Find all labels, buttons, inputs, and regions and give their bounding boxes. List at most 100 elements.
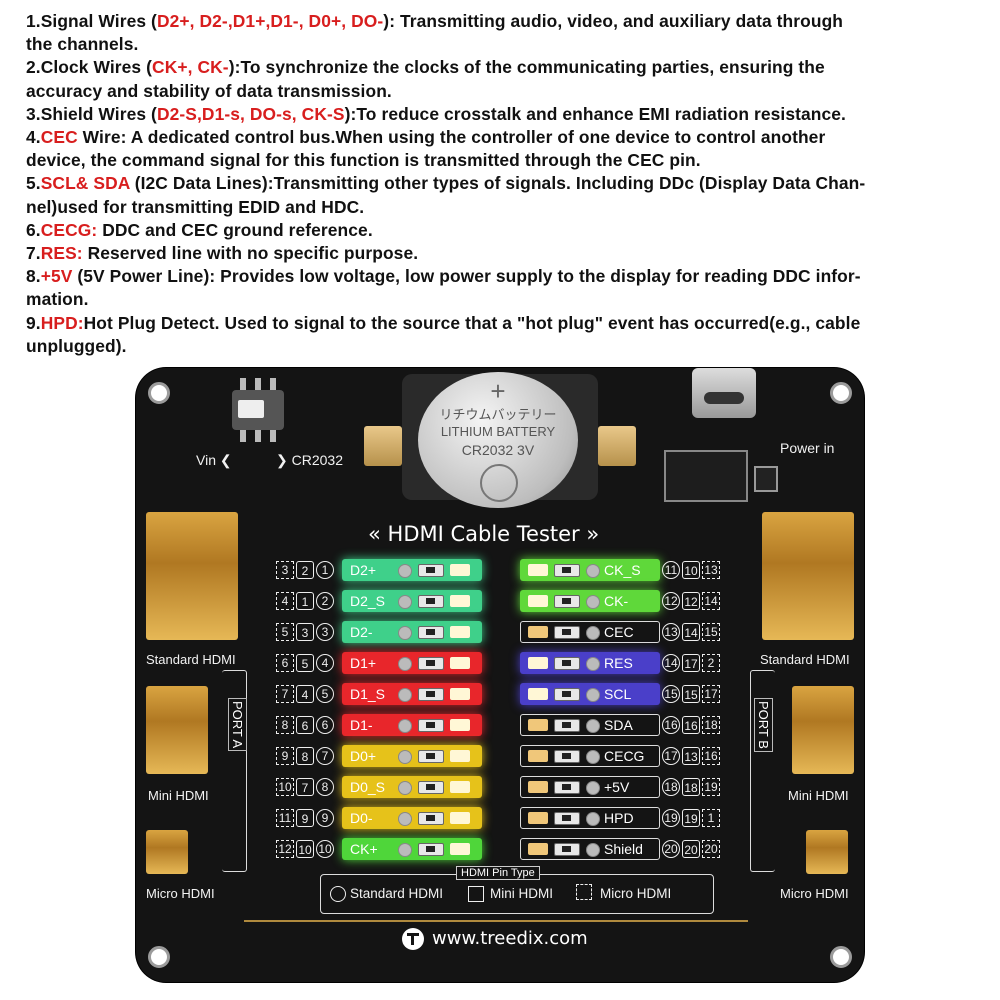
mini-hdmi-label-a: Mini HDMI xyxy=(148,788,209,803)
standard-pin-number: 8 xyxy=(316,778,334,796)
standard-pin-number: 5 xyxy=(316,685,334,703)
pin-label: CEC xyxy=(604,624,634,640)
micro-pin-number: 20 xyxy=(702,840,720,858)
smd-resistor xyxy=(418,626,444,639)
description-line: 3.Shield Wires (D2-S,D1-s, DO-s, CK-S):T… xyxy=(26,103,981,126)
standard-pin-number: 6 xyxy=(316,716,334,734)
led-pad xyxy=(450,657,470,669)
micro-hdmi-label-b: Micro HDMI xyxy=(780,886,849,901)
mini-hdmi-port-a[interactable] xyxy=(146,686,208,774)
micro-pin-number: 3 xyxy=(276,561,294,579)
standard-pin-number: 1 xyxy=(316,561,334,579)
smd-resistor xyxy=(418,595,444,608)
led-pad xyxy=(528,564,548,576)
body-text: 2.Clock Wires ( xyxy=(26,57,153,78)
led-indicator xyxy=(398,657,412,671)
body-text: 5. xyxy=(26,173,41,194)
highlight-text: CECG: xyxy=(40,219,98,240)
mini-pin-number: 8 xyxy=(296,747,314,765)
smd-resistor xyxy=(554,595,580,608)
body-text: device, the command signal for this func… xyxy=(26,150,701,171)
description-text: 1.Signal Wires (D2+, D2-,D1+,D1-, D0+, D… xyxy=(26,10,981,358)
description-line: 2.Clock Wires (CK+, CK-):To synchronize … xyxy=(26,56,981,79)
voltage-regulator xyxy=(664,450,748,502)
mini-pin-number: 3 xyxy=(296,623,314,641)
pin-label: D2- xyxy=(350,624,373,640)
standard-hdmi-port-b[interactable] xyxy=(762,512,854,640)
highlight-text: +5V xyxy=(40,266,73,287)
standard-pin-number: 16 xyxy=(662,716,680,734)
description-line: 8.+5V (5V Power Line): Provides low volt… xyxy=(26,265,981,288)
pin-led-d0 xyxy=(342,745,482,767)
smd-resistor xyxy=(554,657,580,670)
highlight-text: HPD: xyxy=(40,312,84,333)
legend-micro-label: Micro HDMI xyxy=(600,886,672,901)
body-text: Reserved line with no specific purpose. xyxy=(82,243,419,264)
mini-pin-number: 15 xyxy=(682,685,700,703)
led-pad xyxy=(450,595,470,607)
pin-label: Shield xyxy=(604,841,643,857)
micro-pin-number: 16 xyxy=(702,747,720,765)
micro-hdmi-port-a[interactable] xyxy=(146,830,188,874)
mini-hdmi-port-b[interactable] xyxy=(792,686,854,774)
body-text: accuracy and stability of data transmiss… xyxy=(26,80,392,101)
pin-label: CECG xyxy=(604,748,645,764)
standard-pin-number: 3 xyxy=(316,623,334,641)
micro-pin-number: 8 xyxy=(276,716,294,734)
pin-label: HPD xyxy=(604,810,634,826)
pin-led-d2s xyxy=(342,590,482,612)
micro-pin-number: 14 xyxy=(702,592,720,610)
switch-label-cr2032: ❯ CR2032 xyxy=(276,452,343,468)
smd-resistor xyxy=(418,750,444,763)
led-pad xyxy=(450,843,470,855)
led-indicator xyxy=(398,688,412,702)
micro-hdmi-label-a: Micro HDMI xyxy=(146,886,215,901)
body-text: (5V Power Line): Provides low voltage, l… xyxy=(72,266,861,287)
highlight-text: RES: xyxy=(40,243,83,264)
battery-label: LITHIUM BATTERY xyxy=(440,424,556,439)
body-text: ):To synchronize the clocks of the commu… xyxy=(228,57,825,78)
smd-resistor xyxy=(554,626,580,639)
led-indicator xyxy=(398,595,412,609)
led-indicator xyxy=(398,812,412,826)
standard-hdmi-port-a[interactable] xyxy=(146,512,238,640)
mini-pin-number: 18 xyxy=(682,778,700,796)
pin-label: D0_S xyxy=(350,779,386,795)
smd-resistor xyxy=(418,812,444,825)
led-pad xyxy=(450,812,470,824)
usb-c-port[interactable] xyxy=(692,368,756,418)
led-indicator xyxy=(398,781,412,795)
body-text: 3.Shield Wires ( xyxy=(26,103,157,124)
legend-circle-icon xyxy=(330,886,346,902)
micro-hdmi-port-b[interactable] xyxy=(806,830,848,874)
led-pad xyxy=(450,719,470,731)
led-pad xyxy=(450,626,470,638)
battery-clip xyxy=(598,426,636,466)
body-text: ): Transmitting audio, video, and auxili… xyxy=(383,11,844,31)
standard-pin-number: 12 xyxy=(662,592,680,610)
legend-standard-label: Standard HDMI xyxy=(350,886,444,901)
led-indicator xyxy=(586,812,600,826)
smd-resistor xyxy=(418,781,444,794)
standard-pin-number: 14 xyxy=(662,654,680,672)
led-pad xyxy=(528,843,548,855)
led-pad xyxy=(450,781,470,793)
led-pad xyxy=(450,688,470,700)
pin-type-title: HDMI Pin Type xyxy=(456,866,540,880)
led-indicator xyxy=(586,595,600,609)
pin-label: D2_S xyxy=(350,593,386,609)
standard-pin-number: 2 xyxy=(316,592,334,610)
pin-label: +5V xyxy=(604,779,630,795)
smd-resistor xyxy=(554,564,580,577)
led-pad xyxy=(528,781,548,793)
led-pad xyxy=(450,564,470,576)
power-switch[interactable] xyxy=(232,378,284,442)
